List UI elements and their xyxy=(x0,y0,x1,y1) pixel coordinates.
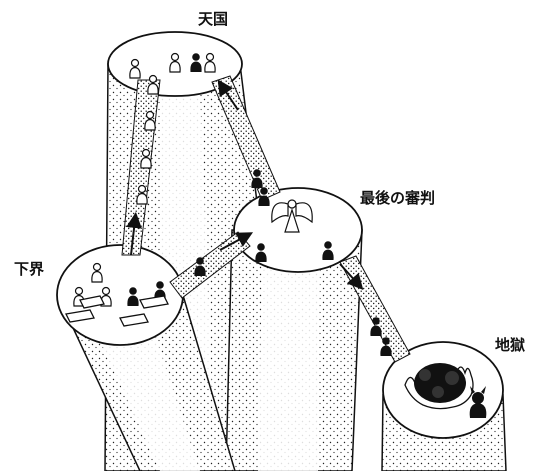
soul-figure-light xyxy=(141,150,151,169)
soul-figure-light xyxy=(205,54,215,73)
label-last-judgment: 最後の審判 xyxy=(360,187,435,208)
label-hell: 地獄 xyxy=(495,334,525,355)
label-lower-world: 下界 xyxy=(14,258,44,279)
soul-figure-light xyxy=(92,264,102,283)
soul-figure-light xyxy=(170,54,180,73)
soul-figure-light xyxy=(130,60,140,79)
soul-figure-light xyxy=(137,186,147,205)
label-heaven: 天国 xyxy=(198,8,228,29)
soul-figure-light xyxy=(145,112,155,131)
soul-figure-light xyxy=(148,76,158,95)
